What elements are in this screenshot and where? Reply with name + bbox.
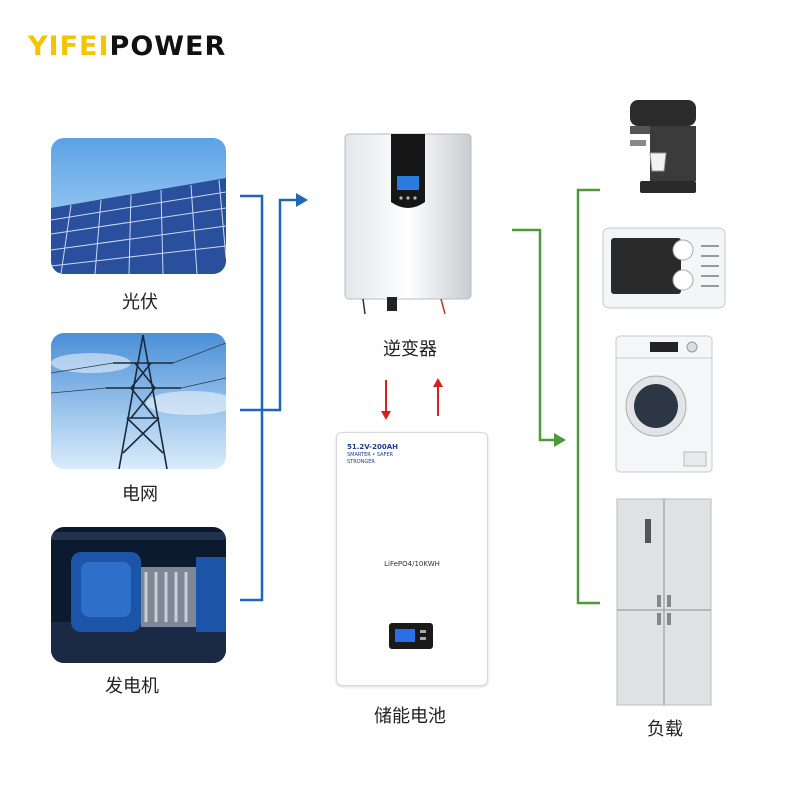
battery-display: [389, 623, 433, 649]
brand-logo-part1: YIFEI: [28, 31, 110, 62]
red-arrow-down: [381, 411, 391, 420]
grid-label: 电网: [122, 484, 158, 505]
blue-feed-line: [240, 198, 296, 412]
green-bracket-loads: [576, 188, 600, 605]
generator-label: 发电机: [105, 676, 159, 697]
battery-label: 储能电池: [374, 706, 446, 727]
microwave-image: [601, 226, 727, 316]
inverter-label: 逆变器: [383, 339, 437, 360]
coffee-machine-image: [622, 95, 710, 200]
blue-bracket-sources: [240, 194, 264, 602]
inverter-image: [343, 132, 473, 317]
solar-label: 光伏: [122, 292, 158, 313]
solar-panel-image: [51, 138, 226, 274]
battery-tagline2: STRONGER: [347, 459, 375, 465]
red-arrow-up: [433, 378, 443, 387]
battery-image: 51.2V-200AH SMARTER • SAFER STRONGER LiF…: [336, 432, 488, 686]
battery-chem: LiFePO4/10KWH: [384, 560, 440, 568]
brand-logo-part2: POWER: [109, 31, 227, 62]
green-arrowhead: [554, 433, 566, 447]
green-feed-line: [512, 228, 554, 442]
generator-image: [51, 527, 226, 663]
power-grid-image: [51, 333, 226, 469]
battery-tagline: SMARTER • SAFER: [347, 452, 394, 458]
battery-spec: 51.2V-200AH: [347, 443, 398, 451]
brand-logo: YIFEIPOWER: [28, 30, 226, 64]
load-label: 负载: [647, 719, 683, 740]
refrigerator-image: [615, 497, 713, 707]
blue-arrowhead: [296, 193, 308, 207]
washing-machine-image: [614, 334, 714, 474]
